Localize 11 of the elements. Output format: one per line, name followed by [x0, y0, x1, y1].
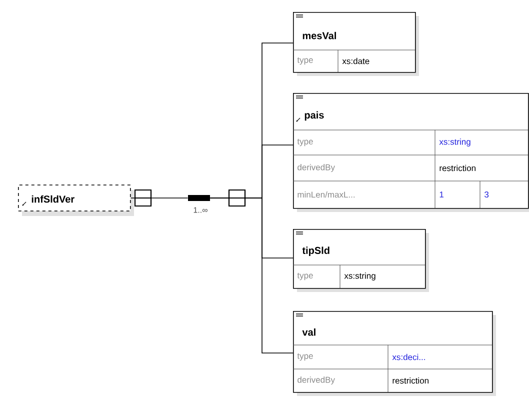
- property-value: restriction: [440, 164, 476, 172]
- property-name: derivedBy: [298, 164, 335, 172]
- property-name: minLen/maxL...: [298, 191, 355, 198]
- element-name: pais: [304, 111, 324, 121]
- property-value: xs:string: [439, 138, 470, 146]
- occurrence-label: 1..∞: [194, 207, 208, 213]
- property-value: 1: [440, 192, 444, 198]
- property-name: type: [297, 138, 313, 146]
- connector-line: [210, 198, 294, 354]
- property-value: 3: [484, 192, 489, 198]
- sequence-bar: [188, 195, 210, 201]
